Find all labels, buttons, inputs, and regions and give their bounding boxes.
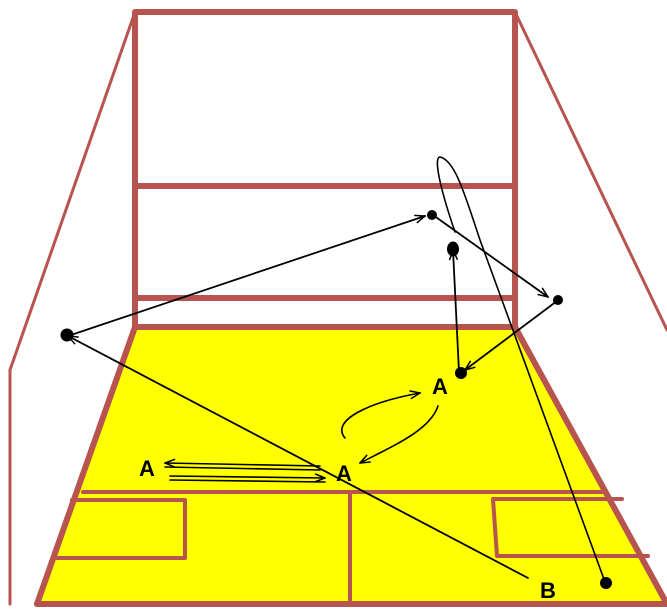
court-floor <box>37 327 667 604</box>
bounce-dot-player-a <box>455 367 467 379</box>
move-arrow-middle-to-back <box>341 393 420 439</box>
move-arrow-to-middle-upper <box>169 476 325 478</box>
bounce-dot-left-wall <box>60 328 74 342</box>
loop-trajectory <box>436 156 606 583</box>
floor-markings <box>34 324 667 607</box>
path-segment-player-to-front-wall <box>453 250 460 373</box>
player-movement <box>164 393 439 483</box>
move-arrow-to-left-upper <box>165 463 321 466</box>
ball-path <box>67 156 606 583</box>
path-segment-b-to-left-wall <box>68 336 529 579</box>
path-segment-front-wall-to-right-wall <box>432 214 548 297</box>
bounce-dot-front-wall <box>427 210 437 220</box>
left-service-box <box>53 498 187 560</box>
label-player-a-left: A <box>139 456 155 481</box>
move-arrow-to-left-lower <box>164 466 321 471</box>
label-player-a-back: A <box>432 374 448 399</box>
bounce-dot-corner <box>600 577 612 589</box>
path-segment-left-wall-to-front-wall <box>67 216 425 337</box>
label-player-a-middle: A <box>336 461 352 486</box>
bounce-dot-front-wall-lower <box>447 241 459 257</box>
left-side-wall <box>8 10 137 606</box>
front-wall <box>132 9 518 330</box>
bounce-dot-right-wall <box>553 295 563 305</box>
move-arrow-back-to-middle <box>360 405 439 463</box>
label-player-b: B <box>540 578 556 603</box>
right-service-box <box>491 497 650 558</box>
bounce-points <box>60 210 612 589</box>
path-segment-right-wall-to-player <box>465 300 558 370</box>
move-arrow-to-middle-lower <box>169 479 326 483</box>
right-side-wall <box>513 10 667 332</box>
